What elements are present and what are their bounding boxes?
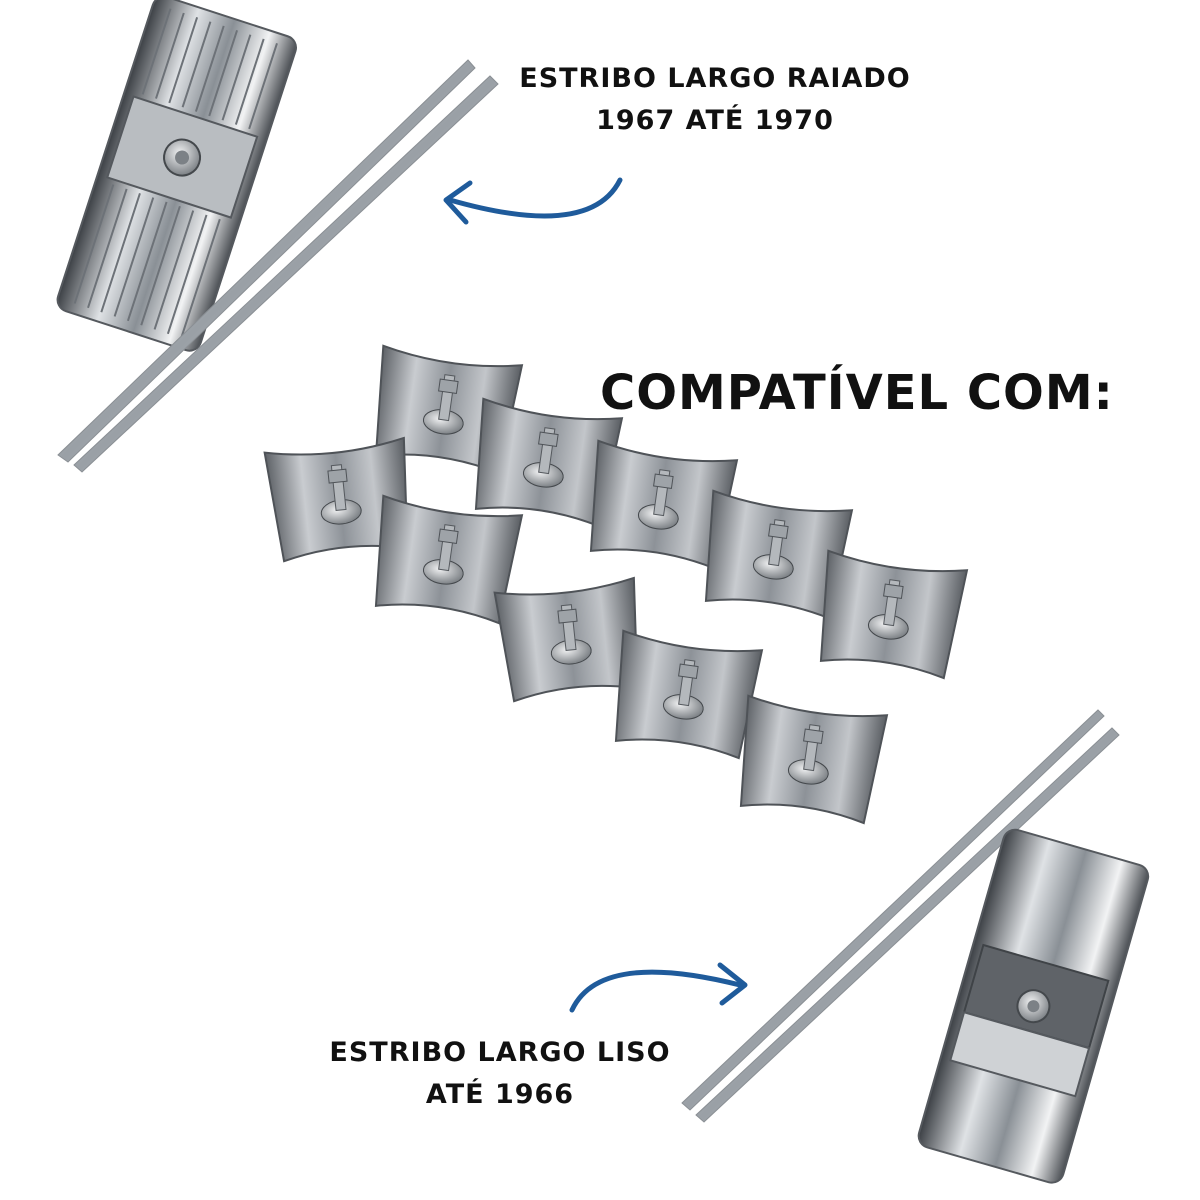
curved-arrow-left-icon: [443, 177, 623, 225]
ribbed-running-board-piece: [56, 0, 297, 352]
smooth-model-title: ESTRIBO LARGO LISO: [329, 1037, 671, 1068]
clip: [474, 397, 624, 528]
clip: [614, 629, 764, 760]
ribbed-model-caption: ESTRIBO LARGO RAIADO 1967 ATÉ 1970: [515, 58, 915, 142]
mounting-clips-set: [263, 344, 969, 825]
ribbed-model-years: 1967 ATÉ 1970: [596, 104, 834, 136]
clip: [374, 494, 524, 625]
bottom-moulding-rods: [681, 709, 1120, 1123]
clip: [819, 549, 969, 680]
curved-arrow-right-icon: [569, 962, 748, 1013]
clip: [493, 576, 639, 703]
ribbed-model-title: ESTRIBO LARGO RAIADO: [519, 63, 911, 94]
smooth-model-years: ATÉ 1966: [425, 1078, 575, 1110]
compatibility-heading: COMPATÍVEL COM:: [600, 365, 1114, 421]
clip: [739, 694, 889, 825]
smooth-running-board-piece: [917, 828, 1150, 1184]
top-moulding-rods: [57, 59, 499, 473]
smooth-model-caption: ESTRIBO LARGO LISO ATÉ 1966: [320, 1032, 680, 1116]
